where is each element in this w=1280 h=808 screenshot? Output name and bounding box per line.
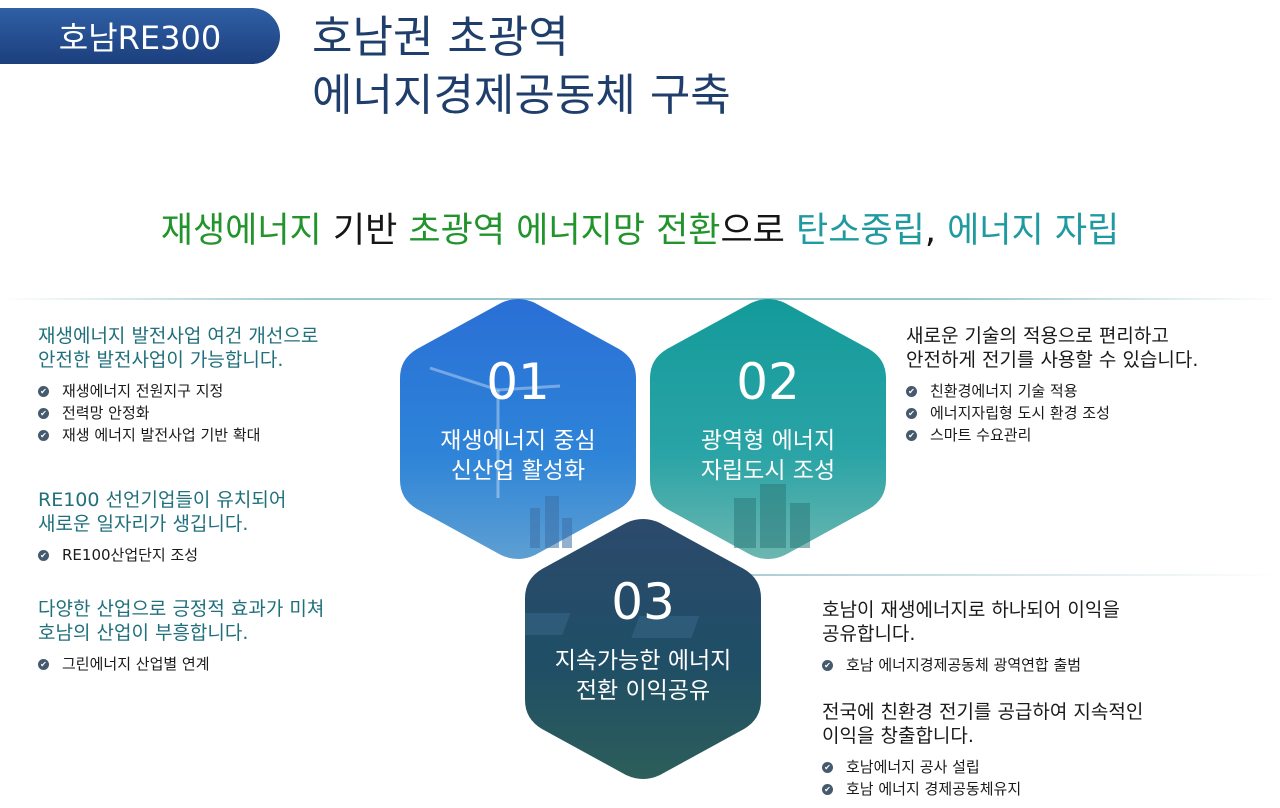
check-icon: ✔ (822, 659, 833, 671)
list-item: ✔ 재생에너지 전원지구 지정 (38, 380, 318, 402)
list-item: ✔ 호남 에너지경제공동체 광역연합 출범 (822, 654, 1120, 676)
benefit-list: ✔ RE100산업단지 조성 (38, 544, 286, 566)
check-icon: ✔ (38, 658, 49, 670)
list-item: ✔ 에너지자립형 도시 환경 조성 (906, 402, 1198, 424)
list-item: ✔ 그린에너지 산업별 연계 (38, 653, 324, 675)
divider-line (0, 298, 1280, 300)
list-item-label: 호남 에너지 경제공동체유지 (846, 780, 1022, 798)
benefit-block-1: 재생에너지 발전사업 여건 개선으로 안전한 발전사업이 가능합니다. ✔ 재생에… (38, 324, 318, 446)
list-item-label: 에너지자립형 도시 환경 조성 (930, 404, 1110, 422)
slogan-part: 탄소중립 (796, 211, 925, 251)
benefit-list: ✔ 재생에너지 전원지구 지정 ✔ 전력망 안정화 ✔ 재생 에너지 발전사업 기반 … (38, 380, 318, 446)
benefit-block-5: 호남이 재생에너지로 하나되어 이익을 공유합니다. ✔ 호남 에너지경제공동체 … (822, 598, 1120, 676)
benefit-heading: 재생에너지 발전사업 여건 개선으로 (38, 325, 319, 347)
check-icon: ✔ (906, 407, 917, 419)
hexagon-caption-line: 전환 이익공유 (575, 678, 711, 704)
benefit-heading: RE100 선언기업들이 유치되어 (38, 489, 287, 511)
benefit-heading: 새로운 일자리가 생깁니다. (38, 513, 249, 535)
hexagon-02: 02 광역형 에너지 자립도시 조성 (650, 298, 886, 560)
list-item: ✔ 호남 에너지 경제공동체유지 (822, 778, 1143, 800)
list-item-label: RE100산업단지 조성 (62, 546, 199, 564)
hexagon-caption-line: 신산업 활성화 (450, 458, 586, 484)
slogan: 재생에너지 기반 초광역 에너지망 전환으로 탄소중립, 에너지 자립 (0, 202, 1280, 253)
benefit-list: ✔ 그린에너지 산업별 연계 (38, 653, 324, 675)
hexagon-number: 02 (736, 353, 800, 411)
slogan-part: 기반 (321, 211, 409, 251)
page-title-line2: 에너지경제공동체 구축 (312, 70, 731, 121)
hexagon-caption: 지속가능한 에너지 전환 이익공유 (525, 646, 761, 706)
list-item-label: 호남 에너지경제공동체 광역연합 출범 (846, 656, 1082, 674)
benefit-heading: 새로운 기술의 적용으로 편리하고 (906, 325, 1169, 347)
hexagon-caption-line: 지속가능한 에너지 (554, 648, 732, 674)
list-item-label: 스마트 수요관리 (930, 426, 1032, 444)
hexagon-caption-line: 광역형 에너지 (700, 428, 836, 454)
hexagon-caption: 광역형 에너지 자립도시 조성 (650, 426, 886, 486)
hexagon-01: 01 재생에너지 중심 신산업 활성화 (400, 298, 636, 560)
benefit-heading: 다양한 산업으로 긍정적 효과가 미쳐 (38, 598, 325, 620)
benefit-block-3: 다양한 산업으로 긍정적 효과가 미쳐 호남의 산업이 부흥합니다. ✔ 그린에너… (38, 597, 324, 675)
list-item-label: 그린에너지 산업별 연계 (62, 655, 210, 673)
list-item-label: 친환경에너지 기술 적용 (930, 382, 1078, 400)
hexagon-shape (525, 519, 761, 779)
benefit-heading: 호남이 재생에너지로 하나되어 이익을 (822, 599, 1120, 621)
list-item: ✔ 호남에너지 공사 설립 (822, 756, 1143, 778)
list-item-label: 전력망 안정화 (62, 404, 150, 422)
benefit-heading: 전국에 친환경 전기를 공급하여 지속적인 (822, 701, 1144, 723)
slogan-part: 에너지 자립 (947, 211, 1120, 251)
hexagon-shape (400, 299, 636, 559)
slogan-part: 재생에너지 (160, 211, 322, 251)
hexagon-number: 01 (486, 353, 550, 411)
hexagon-caption-line: 자립도시 조성 (700, 458, 836, 484)
region-badge: 호남RE300 (0, 8, 280, 64)
benefit-block-6: 전국에 친환경 전기를 공급하여 지속적인 이익을 창출합니다. ✔ 호남에너지 … (822, 700, 1143, 800)
slogan-part: , (924, 211, 948, 251)
hexagon-03: 03 지속가능한 에너지 전환 이익공유 (525, 518, 761, 780)
slogan-part: 으로 (720, 211, 797, 251)
hexagon-caption: 재생에너지 중심 신산업 활성화 (400, 426, 636, 486)
benefit-heading: 안전한 발전사업이 가능합니다. (38, 349, 284, 371)
list-item-label: 재생에너지 전원지구 지정 (62, 382, 224, 400)
check-icon: ✔ (822, 783, 833, 795)
list-item: ✔ 전력망 안정화 (38, 402, 318, 424)
benefit-heading: 공유합니다. (822, 623, 916, 645)
hexagon-number: 03 (611, 573, 675, 631)
check-icon: ✔ (822, 761, 833, 773)
check-icon: ✔ (906, 385, 917, 397)
hexagon-shape (650, 299, 886, 559)
benefit-heading: 이익을 창출합니다. (822, 725, 974, 747)
list-item: ✔ 스마트 수요관리 (906, 424, 1198, 446)
list-item-label: 호남에너지 공사 설립 (846, 758, 980, 776)
benefit-list: ✔ 호남 에너지경제공동체 광역연합 출범 (822, 654, 1120, 676)
list-item-label: 재생 에너지 발전사업 기반 확대 (62, 426, 261, 444)
check-icon: ✔ (38, 429, 49, 441)
check-icon: ✔ (38, 407, 49, 419)
list-item: ✔ 재생 에너지 발전사업 기반 확대 (38, 424, 318, 446)
page-title-line1: 호남권 초광역 (312, 12, 569, 63)
list-item: ✔ RE100산업단지 조성 (38, 544, 286, 566)
slogan-part: 초광역 에너지망 전환 (408, 211, 721, 251)
check-icon: ✔ (38, 549, 49, 561)
list-item: ✔ 친환경에너지 기술 적용 (906, 380, 1198, 402)
benefit-list: ✔ 친환경에너지 기술 적용 ✔ 에너지자립형 도시 환경 조성 ✔ 스마트 수요관리 (906, 380, 1198, 446)
benefit-heading: 안전하게 전기를 사용할 수 있습니다. (906, 349, 1199, 371)
divider-line (700, 574, 1280, 576)
hexagon-caption-line: 재생에너지 중심 (440, 428, 596, 454)
check-icon: ✔ (38, 385, 49, 397)
check-icon: ✔ (906, 429, 917, 441)
benefit-list: ✔ 호남에너지 공사 설립 ✔ 호남 에너지 경제공동체유지 (822, 756, 1143, 800)
benefit-heading: 호남의 산업이 부흥합니다. (38, 622, 249, 644)
benefit-block-2: RE100 선언기업들이 유치되어 새로운 일자리가 생깁니다. ✔ RE100산… (38, 488, 286, 566)
benefit-block-4: 새로운 기술의 적용으로 편리하고 안전하게 전기를 사용할 수 있습니다. ✔… (906, 324, 1198, 446)
